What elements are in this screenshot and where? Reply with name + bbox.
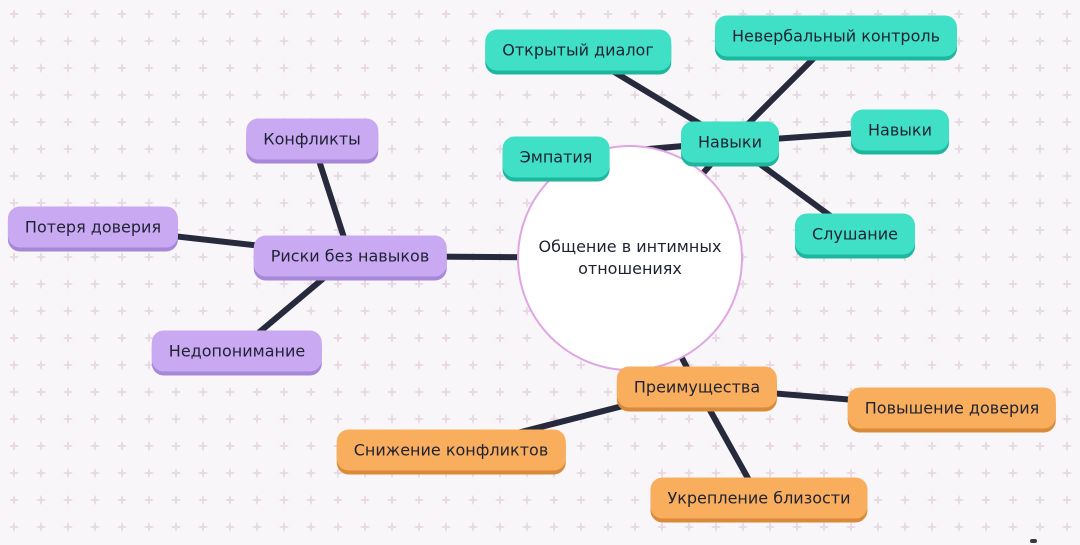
node-trust-loss[interactable]: Потеря доверия (7, 206, 179, 248)
center-label: Общение в интимных отношениях (538, 237, 722, 278)
node-conflicts[interactable]: Конфликты (246, 118, 378, 160)
node-empathy[interactable]: Эмпатия (502, 136, 610, 178)
stray-mark (1030, 539, 1037, 543)
node-open-dialog[interactable]: Открытый диалог (485, 29, 671, 71)
node-intimacy-strengthening[interactable]: Укрепление близости (650, 477, 868, 519)
node-misunderstanding[interactable]: Недопонимание (151, 330, 323, 372)
node-listening[interactable]: Слушание (794, 213, 916, 255)
node-conflict-reduction[interactable]: Снижение конфликтов (336, 429, 566, 471)
node-trust-increase[interactable]: Повышение доверия (847, 387, 1057, 429)
node-skills-leaf[interactable]: Навыки (851, 109, 949, 151)
node-benefits-main[interactable]: Преимущества (616, 366, 778, 408)
node-risks-main[interactable]: Риски без навыков (253, 235, 447, 277)
node-center[interactable]: Общение в интимных отношениях (517, 145, 743, 371)
node-nonverbal-control[interactable]: Невербальный контроль (714, 15, 958, 57)
node-skills-main[interactable]: Навыки (681, 121, 779, 163)
